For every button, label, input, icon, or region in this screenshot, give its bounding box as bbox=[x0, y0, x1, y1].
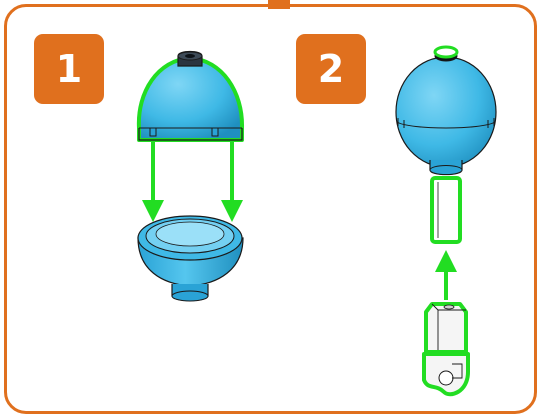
assembled-sphere-part bbox=[395, 45, 497, 176]
step-2-arrow bbox=[435, 250, 457, 300]
step-2-number: 2 bbox=[317, 47, 345, 91]
connector-tube-part bbox=[430, 176, 462, 244]
dome-cap-part bbox=[136, 50, 245, 142]
step-1-illustration bbox=[136, 50, 245, 302]
step-1-badge: 1 bbox=[34, 34, 104, 104]
step-2-badge: 2 bbox=[296, 34, 366, 104]
top-connector-notch bbox=[268, 0, 290, 9]
step-2-illustration bbox=[395, 45, 497, 397]
step-1-arrows bbox=[142, 142, 243, 222]
cup-base-part bbox=[137, 215, 244, 302]
clip-post-part bbox=[422, 302, 470, 397]
step-1-number: 1 bbox=[55, 47, 83, 91]
